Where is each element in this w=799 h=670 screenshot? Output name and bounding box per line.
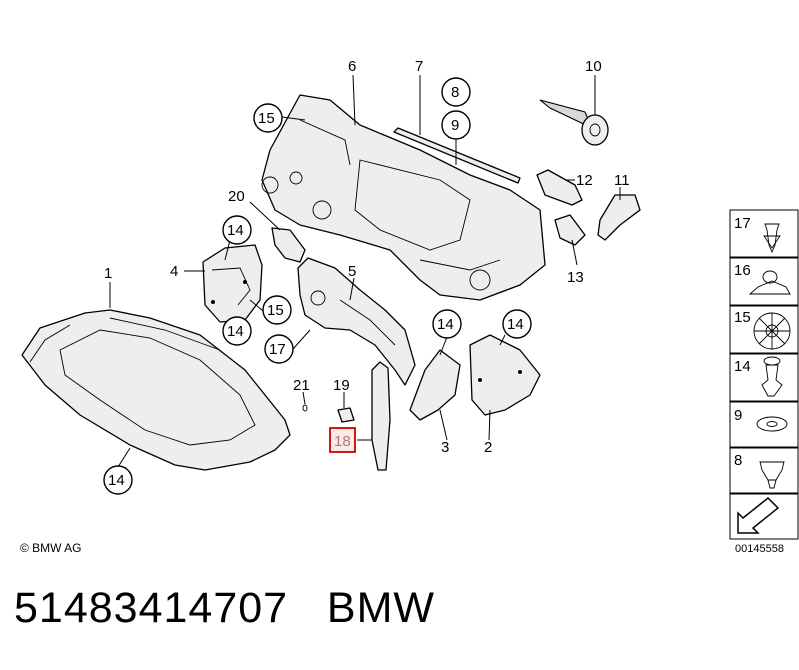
svg-text:14: 14 <box>227 222 244 239</box>
callout-15-mid: 15 <box>262 295 292 325</box>
callout-3: 3 <box>441 439 449 456</box>
part-7-seal-strip <box>393 127 521 184</box>
callout-19: 19 <box>333 377 350 394</box>
callout-7: 7 <box>415 58 423 75</box>
part-1-hood-insulation <box>21 309 291 471</box>
part-19-clip <box>337 407 355 423</box>
arrow-icon <box>737 496 780 534</box>
part-3-insulation <box>409 349 461 421</box>
callout-14-right2: 14 <box>502 309 532 339</box>
part-11-bracket <box>597 194 641 241</box>
legend-cell-17 <box>729 209 799 258</box>
part-20-insulation <box>271 227 306 263</box>
image-number: 00145558 <box>735 543 784 555</box>
callout-6: 6 <box>348 58 356 75</box>
callout-9: 9 <box>441 110 471 140</box>
part-12-bracket <box>536 169 583 206</box>
svg-text:15: 15 <box>734 309 751 326</box>
leader-lines <box>109 74 621 468</box>
svg-text:15: 15 <box>258 110 275 127</box>
part-21-clip <box>302 404 308 412</box>
svg-text:8: 8 <box>451 84 459 101</box>
callout-1: 1 <box>104 265 112 282</box>
callout-5: 5 <box>348 263 356 280</box>
part-5-wheelarch-insulation <box>297 257 416 386</box>
svg-text:14: 14 <box>108 472 125 489</box>
svg-text:14: 14 <box>437 316 454 333</box>
part-4-side-insulation <box>202 244 263 323</box>
legend-cell-15 <box>729 305 799 354</box>
svg-text:14: 14 <box>734 358 751 375</box>
callout-14-bottom: 14 <box>103 465 133 495</box>
part-2-insulation <box>469 334 541 416</box>
callouts: 1 14 6 7 8 9 10 12 11 13 15 20 14 4 5 <box>103 58 630 495</box>
callout-14-mid: 14 <box>222 316 252 346</box>
callout-13: 13 <box>567 269 584 286</box>
brand-name: BMW <box>326 584 435 632</box>
callout-8: 8 <box>441 77 471 107</box>
callout-20: 20 <box>228 188 245 205</box>
callout-14-right1: 14 <box>432 309 462 339</box>
callout-18-highlighted: 18 <box>329 427 356 453</box>
svg-text:14: 14 <box>507 316 524 333</box>
part-10-foam-roll <box>539 99 609 146</box>
legend-cell-16 <box>729 257 799 306</box>
part-13-bracket <box>554 214 586 246</box>
callout-17: 17 <box>264 334 294 364</box>
part-6-firewall-insulation <box>261 94 546 301</box>
svg-text:15: 15 <box>267 302 284 319</box>
fastener-legend: 17 16 15 14 9 8 <box>729 209 799 540</box>
callout-2: 2 <box>484 439 492 456</box>
callout-10: 10 <box>585 58 602 75</box>
part-number: 51483414707 <box>14 584 289 632</box>
part-number-footer: 51483414707 BMW <box>14 584 435 633</box>
svg-text:9: 9 <box>734 407 742 424</box>
callout-21: 21 <box>293 377 310 394</box>
callout-11: 11 <box>614 172 630 189</box>
callout-15-top: 15 <box>253 103 283 133</box>
svg-text:9: 9 <box>451 117 459 134</box>
part-18-insulation-strip <box>371 361 391 471</box>
callout-14-left: 14 <box>222 215 252 245</box>
legend-cell-8 <box>729 447 799 494</box>
callout-4: 4 <box>170 263 178 280</box>
svg-text:8: 8 <box>734 452 742 469</box>
svg-text:18: 18 <box>334 433 351 450</box>
svg-text:17: 17 <box>734 215 751 232</box>
svg-text:14: 14 <box>227 323 244 340</box>
svg-text:16: 16 <box>734 262 751 279</box>
svg-text:17: 17 <box>269 341 286 358</box>
callout-12: 12 <box>576 172 593 189</box>
copyright-text: © BMW AG <box>20 541 82 555</box>
